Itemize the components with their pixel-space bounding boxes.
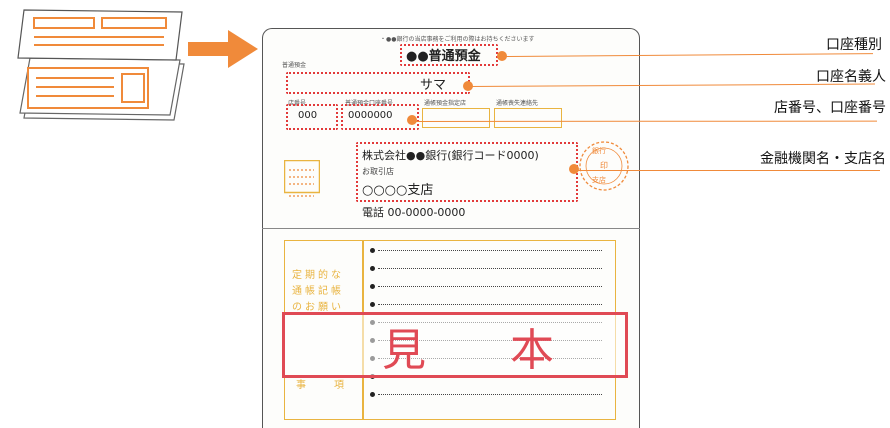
callout-branch-account: 店番号、口座番号 — [774, 100, 886, 116]
lost-contact-box — [494, 108, 562, 128]
account-holder-name: サマ — [420, 78, 447, 93]
stamp-mid-text: 印 — [600, 161, 608, 170]
top-note: ・●●銀行の当店事務をご利用の際はお持ちくださいます — [380, 36, 535, 43]
seal-stamp-icon — [578, 140, 630, 192]
lower-left-text-5: 項 — [334, 380, 344, 391]
callout-bank-branch: 金融機関名・支店名 — [760, 151, 886, 167]
arrow-right-icon — [188, 30, 258, 74]
left-small-card-icon — [283, 159, 321, 198]
marker-account-name-icon — [463, 81, 473, 91]
list-item — [370, 298, 602, 310]
branch-no-box — [286, 104, 338, 130]
callout-account-type: 口座種別 — [826, 37, 882, 53]
account-no-box — [341, 104, 419, 130]
lower-left-text-3: のお願い — [292, 302, 344, 313]
marker-account-type-icon — [497, 51, 507, 61]
designated-branch-box — [422, 108, 490, 128]
list-item — [370, 244, 602, 256]
account-no-label: 普通預金口座番号 — [345, 100, 394, 107]
leader-branch-account — [413, 120, 878, 122]
account-type-text: ●●普通預金 — [406, 49, 481, 64]
passbook-illustration-icon — [4, 2, 194, 127]
lower-left-text-2: 通帳記帳 — [292, 286, 344, 297]
sample-stamp-box — [282, 312, 628, 378]
branch-no-value: 000 — [298, 110, 318, 121]
phone-number: 電話 00-0000-0000 — [362, 206, 466, 219]
transaction-branch-label: お取引店 — [362, 167, 394, 176]
label-4: 通帳喪失連絡先 — [496, 100, 539, 107]
small-left-label: 普通預金 — [282, 62, 307, 69]
label-3: 通帳預金指定店 — [424, 100, 467, 107]
branch-name: ○○○○支店 — [362, 183, 434, 198]
sample-stamp-text: 見 本 — [382, 325, 574, 376]
bank-name: 株式会社●●銀行(銀行コード0000) — [362, 149, 539, 162]
list-item — [370, 388, 602, 400]
lower-left-text-4: 事 — [296, 380, 306, 391]
account-no-value: 0000000 — [348, 110, 393, 121]
leader-bank-branch — [575, 170, 880, 171]
stamp-top-text: 銀行 — [592, 147, 606, 155]
marker-bank-branch-icon — [569, 164, 579, 174]
stamp-bottom-text: 支店 — [592, 176, 606, 184]
marker-branch-account-icon — [407, 115, 417, 125]
branch-no-label: 店番号 — [288, 100, 307, 107]
callout-account-name: 口座名義人 — [816, 69, 886, 85]
passbook-fold-line — [262, 228, 640, 229]
list-item — [370, 280, 602, 292]
lower-left-text-1: 定期的な — [292, 270, 344, 281]
list-item — [370, 262, 602, 274]
